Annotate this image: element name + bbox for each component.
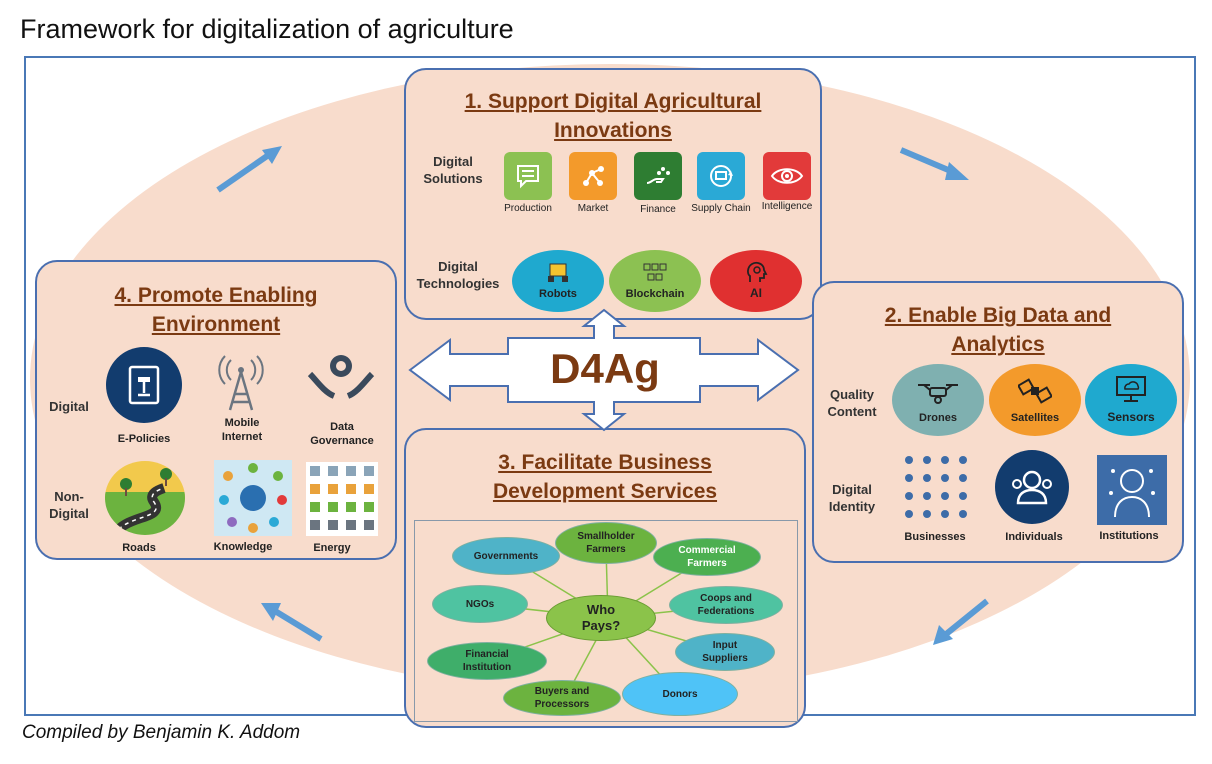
drones-content: Drones — [892, 364, 984, 436]
label-data-governance: Data Governance — [310, 421, 374, 447]
e-policies-icon — [106, 347, 182, 423]
panel1-title: 1. Support Digital Agricultural Innovati… — [464, 90, 762, 142]
production-icon — [504, 152, 552, 200]
page-title: Framework for digitalization of agricult… — [20, 14, 514, 44]
blockchain-icon — [643, 263, 667, 281]
robot-icon — [548, 263, 568, 282]
quality-content-label: Quality Content — [827, 387, 877, 419]
market-icon — [569, 152, 617, 200]
label-mobile-internet: Mobile Internet — [221, 417, 263, 443]
payer-governments: Governments — [452, 537, 560, 575]
digital-identity-label: Digital Identity — [828, 482, 876, 514]
solution-label-supply-chain: Supply Chain — [691, 203, 751, 214]
intelligence-eye-icon — [763, 152, 811, 200]
digital-row-label: Digital — [49, 399, 89, 414]
solution-label-finance: Finance — [640, 204, 676, 215]
individuals-icon — [995, 450, 1069, 524]
blockchain-technology: Blockchain — [609, 250, 701, 312]
institutions-icon — [1097, 455, 1167, 525]
businesses-icons-grid — [905, 456, 967, 518]
non-digital-row-label: Non- Digital — [49, 489, 89, 521]
cycle-arrow-bottom-right — [933, 598, 989, 645]
energy-icons-grid — [306, 462, 378, 536]
sensor-monitor-icon — [1116, 376, 1146, 402]
solution-label-intelligence: Intelligence — [761, 201, 813, 212]
label-energy: Energy — [313, 542, 351, 554]
label-e-policies: E-Policies — [117, 433, 171, 445]
drone-icon — [918, 384, 958, 404]
label-roads: Roads — [122, 542, 156, 554]
who-pays-diagram-box — [414, 520, 798, 722]
roads-icon — [105, 461, 185, 535]
label-institutions: Institutions — [1099, 530, 1159, 542]
mobile-internet-tower-icon — [218, 355, 264, 411]
digital-solutions-label: Digital Solutions — [423, 154, 483, 186]
label-businesses: Businesses — [904, 531, 966, 543]
supply-chain-icon — [697, 152, 745, 200]
label-knowledge: Knowledge — [213, 541, 273, 553]
payer-donors: Donors — [622, 672, 738, 716]
satellites-content: Satellites — [989, 364, 1081, 436]
finance-icon — [634, 152, 682, 200]
robots-technology: Robots — [512, 250, 604, 312]
data-governance-icon — [307, 355, 375, 399]
panel2-title: 2. Enable Big Data and Analytics — [884, 304, 1112, 356]
panel3-title: 3. Facilitate Business Development Servi… — [492, 451, 718, 503]
credit-caption: Compiled by Benjamin K. Addom — [22, 722, 301, 743]
ai-technology: AI — [710, 250, 802, 312]
solution-label-production: Production — [504, 203, 552, 214]
knowledge-network-icon — [214, 460, 292, 536]
digital-technologies-label: Digital Technologies — [416, 259, 500, 291]
solution-label-market: Market — [577, 203, 609, 214]
panel4-title: 4. Promote Enabling Environment — [114, 284, 318, 336]
label-individuals: Individuals — [1005, 531, 1063, 543]
sensors-content: Sensors — [1085, 364, 1177, 436]
payer-ngos: NGOs — [432, 585, 528, 623]
d4ag-center-label: D4Ag — [550, 345, 660, 392]
cycle-arrow-top-right — [899, 147, 969, 180]
ai-head-icon — [747, 261, 768, 282]
cycle-arrow-top-left — [216, 146, 282, 193]
d4ag-four-way-arrow — [408, 308, 800, 432]
satellite-icon — [1018, 378, 1052, 404]
cycle-arrow-bottom-left — [261, 603, 323, 642]
